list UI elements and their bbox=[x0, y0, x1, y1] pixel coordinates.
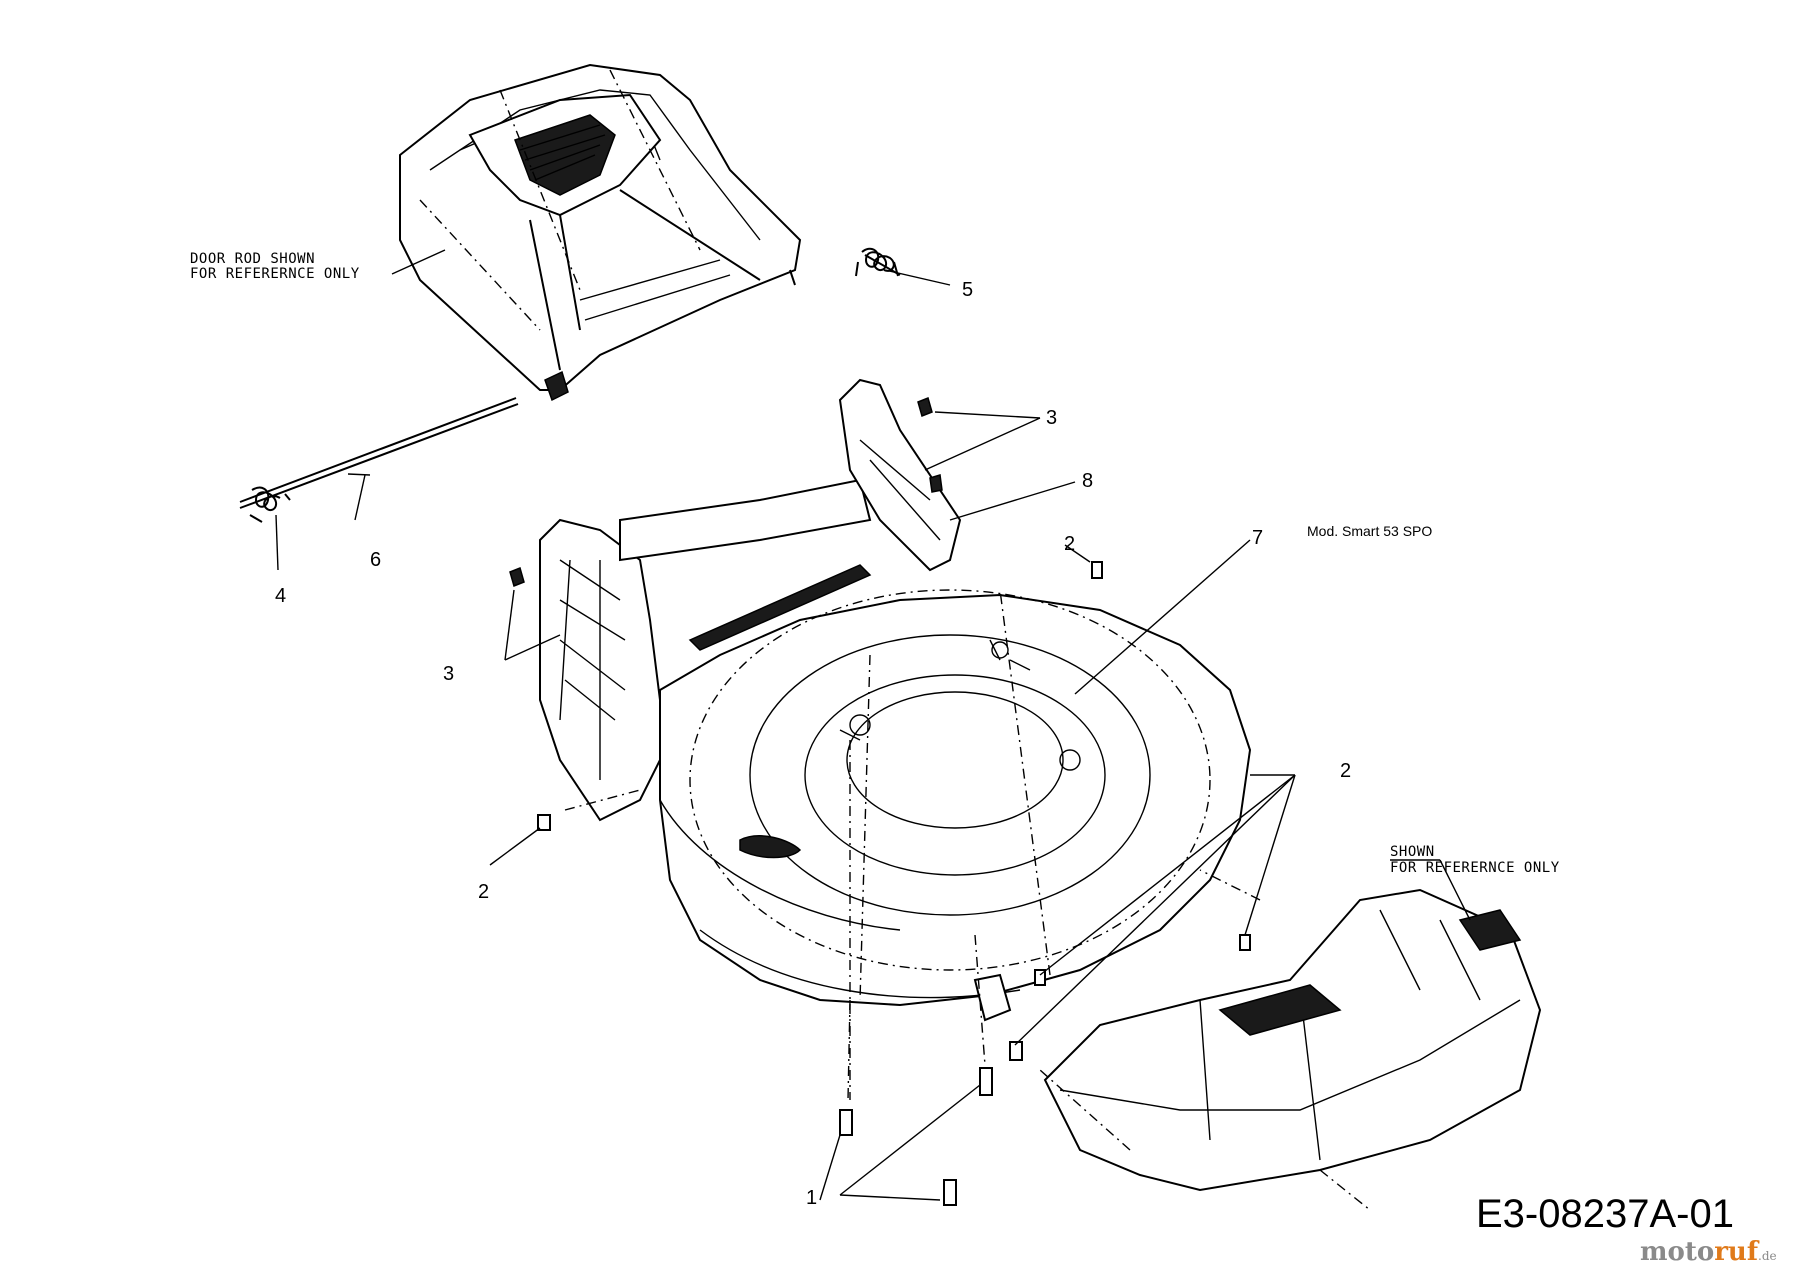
grass-bag-drawing bbox=[1039, 869, 1542, 1211]
door-rod-note-line1: DOOR ROD SHOWN bbox=[190, 251, 315, 267]
drawing-code: E3-08237A-01 bbox=[1476, 1192, 1734, 1236]
door-rod-drawing bbox=[239, 397, 519, 523]
callout-2-right: 2 bbox=[1340, 760, 1351, 782]
leader-lines bbox=[275, 249, 1471, 1201]
callout-2-left: 2 bbox=[478, 881, 489, 903]
model-label: Mod. Smart 53 SPO bbox=[1307, 523, 1432, 539]
callout-6: 6 bbox=[370, 549, 381, 571]
callout-7: 7 bbox=[1252, 527, 1263, 549]
rear-door-drawing bbox=[399, 63, 802, 402]
watermark-logo: motoruf.de bbox=[1640, 1237, 1777, 1267]
deck-housing-drawing bbox=[539, 378, 1252, 1100]
callout-8: 8 bbox=[1082, 470, 1093, 492]
callout-3-right: 3 bbox=[1046, 407, 1057, 429]
fasteners-drawing bbox=[509, 396, 1251, 1206]
callout-1: 1 bbox=[806, 1187, 817, 1209]
callout-3-left: 3 bbox=[443, 663, 454, 685]
callout-4: 4 bbox=[275, 585, 286, 607]
bag-note-line2: FOR REFERERNCE ONLY bbox=[1390, 860, 1560, 876]
door-rod-note-line2: FOR REFERERNCE ONLY bbox=[190, 266, 360, 282]
watermark-text: motoruf.de bbox=[1640, 1237, 1777, 1267]
callout-2-top: 2 bbox=[1064, 533, 1075, 555]
callout-5: 5 bbox=[962, 279, 973, 301]
bag-note-line1: SHOWN bbox=[1390, 844, 1435, 860]
